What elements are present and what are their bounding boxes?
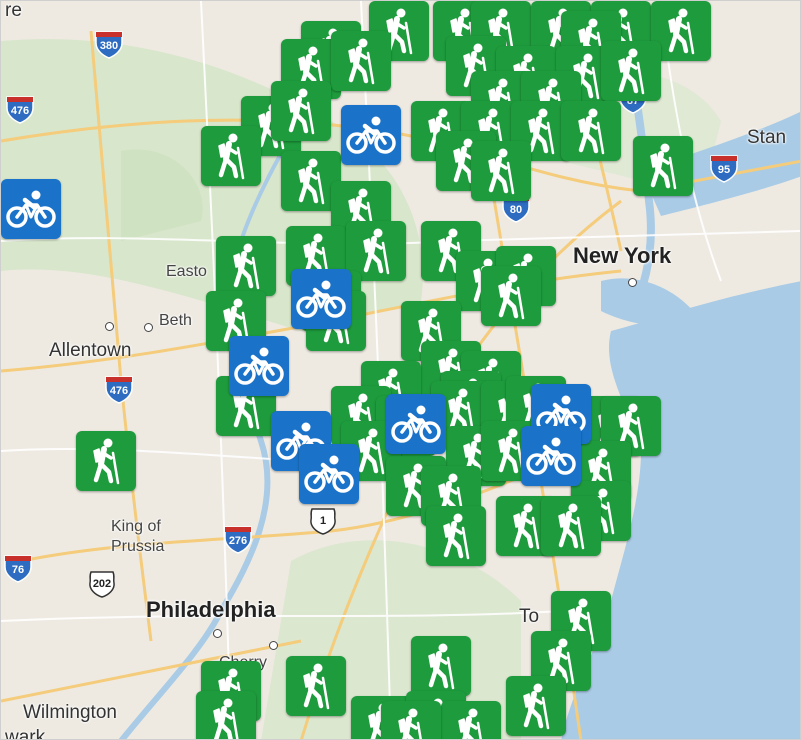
interstate-shield-276: 276 <box>223 524 253 554</box>
biking-trail-marker[interactable] <box>386 394 446 454</box>
hiking-icon <box>454 42 498 90</box>
hiking-trail-marker[interactable] <box>426 506 486 566</box>
hiking-trail-marker[interactable] <box>331 31 391 91</box>
city-dot <box>213 629 222 638</box>
hiking-trail-marker[interactable] <box>369 1 429 61</box>
hiking-icon <box>339 37 383 85</box>
city-label-stamford: Stan <box>747 127 787 148</box>
hiking-icon <box>609 47 653 95</box>
city-dot <box>628 278 637 287</box>
hiking-icon <box>569 107 613 155</box>
hiking-trail-marker[interactable] <box>633 136 693 196</box>
hiking-icon <box>84 437 128 485</box>
hiking-icon <box>209 132 253 180</box>
hiking-trail-marker[interactable] <box>506 676 566 736</box>
city-label-easton: Easto <box>166 263 207 280</box>
city-dot <box>105 322 114 331</box>
bicycle-icon <box>304 454 354 494</box>
city-label-wilmington: Wilmington <box>23 702 117 723</box>
city-label-philadelphia: Philadelphia <box>146 597 276 622</box>
city-label-bottom-left: wark <box>5 727 46 740</box>
hiking-trail-marker[interactable] <box>561 101 621 161</box>
hiking-icon <box>204 697 248 739</box>
interstate-shield-95: 95 <box>709 153 739 183</box>
hiking-trail-marker[interactable] <box>196 691 256 739</box>
hiking-icon <box>434 512 478 560</box>
hiking-icon <box>389 707 433 739</box>
city-label-toms: To <box>519 606 540 627</box>
hiking-trail-marker[interactable] <box>281 151 341 211</box>
hiking-icon <box>294 662 338 710</box>
harbor <box>601 278 701 327</box>
hiking-icon <box>504 502 548 550</box>
hiking-icon <box>519 107 563 155</box>
hiking-trail-marker[interactable] <box>411 636 471 696</box>
hiking-trail-marker[interactable] <box>286 656 346 716</box>
hiking-icon <box>349 427 393 475</box>
city-dot <box>269 641 278 650</box>
hiking-trail-marker[interactable] <box>441 701 501 739</box>
biking-trail-marker[interactable] <box>229 336 289 396</box>
hiking-icon <box>289 157 333 205</box>
hiking-icon <box>419 642 463 690</box>
city-label-top-left: re <box>5 0 22 21</box>
interstate-shield-380: 380 <box>94 29 124 59</box>
hiking-icon <box>354 227 398 275</box>
biking-trail-marker[interactable] <box>521 426 581 486</box>
interstate-shield-76: 76 <box>3 553 33 583</box>
hiking-trail-marker[interactable] <box>271 81 331 141</box>
biking-trail-marker[interactable] <box>341 105 401 165</box>
hiking-trail-marker[interactable] <box>216 236 276 296</box>
city-dot <box>144 323 153 332</box>
us-route-shield-1: 1 <box>308 506 338 536</box>
hiking-trail-marker[interactable] <box>201 126 261 186</box>
city-label-allentown: Allentown <box>49 340 132 361</box>
hiking-trail-marker[interactable] <box>541 496 601 556</box>
hiking-icon <box>514 682 558 730</box>
ocean <box>561 281 800 739</box>
bicycle-icon <box>296 279 346 319</box>
interstate-shield-476: 476 <box>5 94 35 124</box>
hiking-trail-marker[interactable] <box>381 701 441 739</box>
city-label-king-of: King of <box>111 518 161 535</box>
hiking-trail-marker[interactable] <box>481 266 541 326</box>
hiking-trail-marker[interactable] <box>471 141 531 201</box>
hiking-icon <box>489 272 533 320</box>
hiking-trail-marker[interactable] <box>601 41 661 101</box>
hiking-trail-marker[interactable] <box>651 1 711 61</box>
biking-trail-marker[interactable] <box>1 179 61 239</box>
hiking-icon <box>214 297 258 345</box>
city-label-bethlehem: Beth <box>159 312 192 329</box>
bicycle-icon <box>234 346 284 386</box>
hiking-icon <box>641 142 685 190</box>
hiking-icon <box>224 242 268 290</box>
bicycle-icon <box>526 436 576 476</box>
hiking-icon <box>449 707 493 739</box>
bicycle-icon <box>6 189 56 229</box>
hiking-icon <box>539 637 583 685</box>
biking-trail-marker[interactable] <box>291 269 351 329</box>
us-route-shield-202: 202 <box>87 569 117 599</box>
hiking-icon <box>479 147 523 195</box>
bicycle-icon <box>346 115 396 155</box>
forest-area <box>121 149 203 241</box>
hiking-icon <box>549 502 593 550</box>
city-label-prussia: Prussia <box>111 538 165 555</box>
hiking-icon <box>609 402 653 450</box>
bicycle-icon <box>391 404 441 444</box>
city-label-new-york: New York <box>573 243 672 268</box>
interstate-shield-476: 476 <box>104 374 134 404</box>
hiking-icon <box>659 7 703 55</box>
biking-trail-marker[interactable] <box>299 444 359 504</box>
hiking-icon <box>294 232 338 280</box>
hiking-icon <box>279 87 323 135</box>
hiking-trail-marker[interactable] <box>76 431 136 491</box>
